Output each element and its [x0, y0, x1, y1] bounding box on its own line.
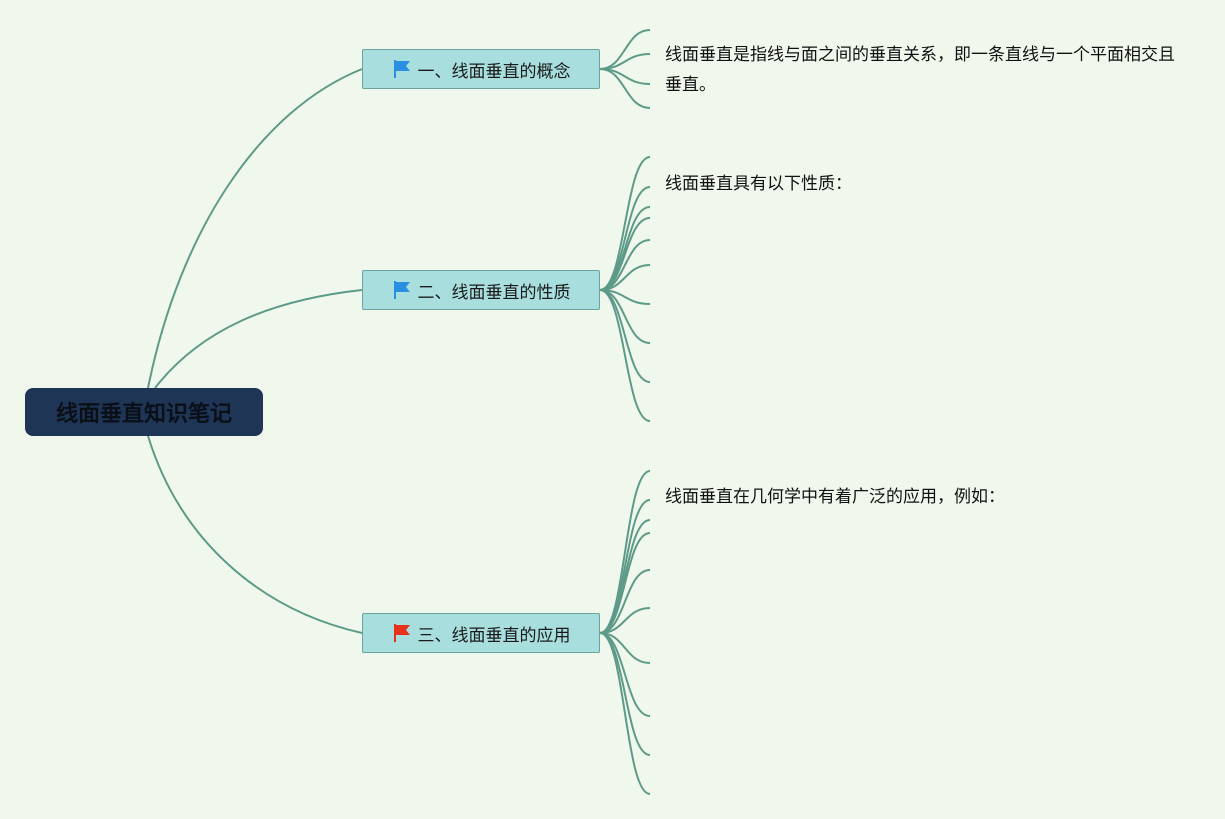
connector-branch2-leaf-2: [599, 186, 651, 291]
branch-label: 三、线面垂直的应用: [417, 625, 571, 646]
connector-root-to-properties: [154, 289, 363, 389]
connector-branch1-leaf-4: [599, 68, 651, 109]
connector-branch3-leaf-9: [599, 632, 651, 756]
leaf-properties-intro[interactable]: 线面垂直具有以下性质：: [665, 174, 852, 194]
connector-branch2-leaf-6: [599, 264, 651, 291]
blue-flag-icon: [393, 60, 410, 78]
branch-label: 二、线面垂直的性质: [417, 282, 571, 303]
connector-branch1-leaf-1: [599, 29, 651, 70]
connector-branch3-leaf-8: [599, 632, 651, 717]
branch-topic-applications[interactable]: 三、线面垂直的应用: [362, 613, 600, 653]
connector-branch2-leaf-10: [599, 289, 651, 422]
leaf-applications-intro[interactable]: 线面垂直在几何学中有着广泛的应用，例如：: [665, 487, 1005, 507]
branch-topic-concept[interactable]: 一、线面垂直的概念: [362, 49, 600, 89]
red-flag-icon: [393, 624, 410, 642]
branch-topic-properties[interactable]: 二、线面垂直的性质: [362, 270, 600, 310]
connector-root-to-concept: [147, 68, 363, 389]
leaf-concept-definition[interactable]: 线面垂直是指线与面之间的垂直关系，即一条直线与一个平面相交且垂直。: [665, 45, 1175, 95]
root-topic-label: 线面垂直知识笔记: [55, 402, 232, 427]
connector-branch3-leaf-2: [599, 499, 651, 634]
root-topic[interactable]: 线面垂直知识笔记: [25, 388, 263, 436]
blue-flag-icon: [393, 281, 410, 299]
connector-root-to-applications: [147, 435, 363, 634]
connector-branch2-leaf-1: [599, 156, 651, 291]
connector-branch3-leaf-6: [599, 607, 651, 634]
connector-branch3-leaf-10: [599, 632, 651, 795]
branch-label: 一、线面垂直的概念: [417, 61, 571, 82]
connector-branch3-leaf-4: [599, 532, 651, 634]
connector-branch3-leaf-5: [599, 569, 651, 634]
